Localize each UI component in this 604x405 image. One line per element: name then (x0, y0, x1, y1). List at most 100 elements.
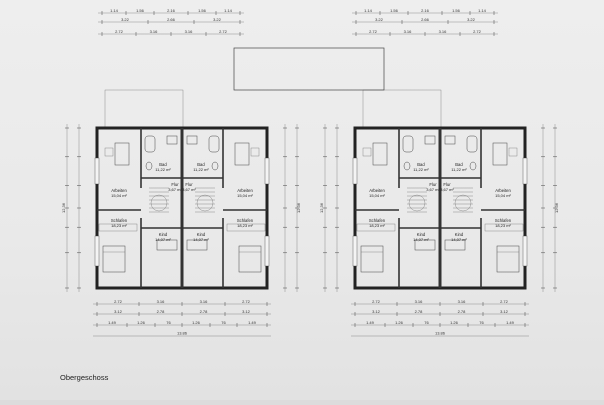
room-area-schlafen: 18,23 m² (495, 223, 511, 228)
dimension-label: 3.12 (500, 309, 509, 314)
bed (238, 245, 262, 273)
dimension-label: 2.66 (421, 17, 430, 22)
room-area-bad: 11,22 m² (155, 167, 171, 172)
dimension-label: 3.16 (185, 29, 194, 34)
room-area-arbeiten: 15,04 m² (111, 193, 127, 198)
dimension-label: 1.14 (224, 8, 233, 13)
chair (508, 147, 518, 157)
dimension-label: 2.78 (157, 309, 166, 314)
room-area-bad: 11,22 m² (451, 167, 467, 172)
dimension-label: 1.49 (248, 320, 257, 325)
bathtub (208, 135, 220, 153)
dimension-label: 3.12 (242, 309, 251, 314)
room-area-flur: 3,67 m² (168, 187, 182, 192)
dimension-label: 3.22 (121, 17, 130, 22)
dimension-label: 2.16 (421, 8, 430, 13)
dimension-label: 3.22 (375, 17, 384, 22)
room-label-bad: Bad (455, 162, 463, 167)
dimension-label: 2.78 (200, 309, 209, 314)
stair-landing (408, 194, 426, 212)
room-label-arbeiten: Arbeiten (237, 188, 253, 193)
wardrobe (98, 223, 138, 232)
dimension-label: 1.14 (364, 8, 373, 13)
room-label-kind: Kind (417, 232, 426, 237)
room-area-kind: 14,07 m² (451, 237, 467, 242)
floor-label: Obergeschoss (60, 373, 109, 382)
dimension-label: 1.26 (192, 320, 201, 325)
desk (372, 142, 388, 166)
kids-desk (444, 239, 466, 251)
room-area-kind: 14,07 m² (193, 237, 209, 242)
sink (186, 135, 198, 145)
desk (234, 142, 250, 166)
window (352, 157, 358, 185)
bed (102, 245, 126, 273)
room-area-flur: 3,67 m² (426, 187, 440, 192)
toilet (469, 161, 477, 171)
sink (424, 135, 436, 145)
room-label-bad: Bad (159, 162, 167, 167)
room-area-kind: 14,07 m² (155, 237, 171, 242)
dimension-label: 1.26 (395, 320, 404, 325)
room-area-flur: 3,67 m² (182, 187, 196, 192)
dimension-label: 76 (221, 320, 226, 325)
chair (250, 147, 260, 157)
dimension-label: 2.72 (114, 299, 123, 304)
bathtub (144, 135, 156, 153)
desk (492, 142, 508, 166)
bed (360, 245, 384, 273)
dimension-label: 3.16 (200, 299, 209, 304)
wardrobe (356, 223, 396, 232)
room-area-schlafen: 18,23 m² (369, 223, 385, 228)
room-label-flur: Flur (185, 182, 193, 187)
stair-landing (196, 194, 214, 212)
room-label-flur: Flur (443, 182, 451, 187)
room-area-schlafen: 18,23 m² (237, 223, 253, 228)
dimension-label: 3.16 (404, 29, 413, 34)
chair (362, 147, 372, 157)
dimension-label: 2.16 (167, 8, 176, 13)
dimension-label: 1.14 (110, 8, 119, 13)
room-label-schlafen: Schlafen (495, 218, 512, 223)
dimension-label: 3.12 (372, 309, 381, 314)
room-label-kind: Kind (455, 232, 464, 237)
dimension-label: 3.22 (213, 17, 222, 22)
wardrobe (484, 223, 524, 232)
dimension-label: 3.16 (458, 299, 467, 304)
toilet (211, 161, 219, 171)
side-total-label: 12.36 (319, 202, 324, 213)
dimension-label: 2.72 (219, 29, 228, 34)
room-label-arbeiten: Arbeiten (495, 188, 511, 193)
kids-desk (156, 239, 178, 251)
dimension-label: 1.49 (108, 320, 117, 325)
room-label-flur: Flur (171, 182, 179, 187)
room-area-arbeiten: 15,04 m² (237, 193, 253, 198)
dimension-label: 1.26 (450, 320, 459, 325)
toilet (403, 161, 411, 171)
window (522, 157, 528, 185)
total-dimension-label: 13.86 (435, 331, 446, 336)
room-label-kind: Kind (159, 232, 168, 237)
room-area-kind: 14,07 m² (413, 237, 429, 242)
dimension-label: 2.72 (242, 299, 251, 304)
bed (496, 245, 520, 273)
dimension-label: 2.78 (415, 309, 424, 314)
sink (444, 135, 456, 145)
stair-landing (150, 194, 168, 212)
dimension-label: 3.16 (157, 299, 166, 304)
dimension-label: 2.72 (369, 29, 378, 34)
room-area-bad: 11,22 m² (413, 167, 429, 172)
dimension-label: 2.72 (500, 299, 509, 304)
room-area-bad: 11,22 m² (193, 167, 209, 172)
dimension-label: 76 (479, 320, 484, 325)
